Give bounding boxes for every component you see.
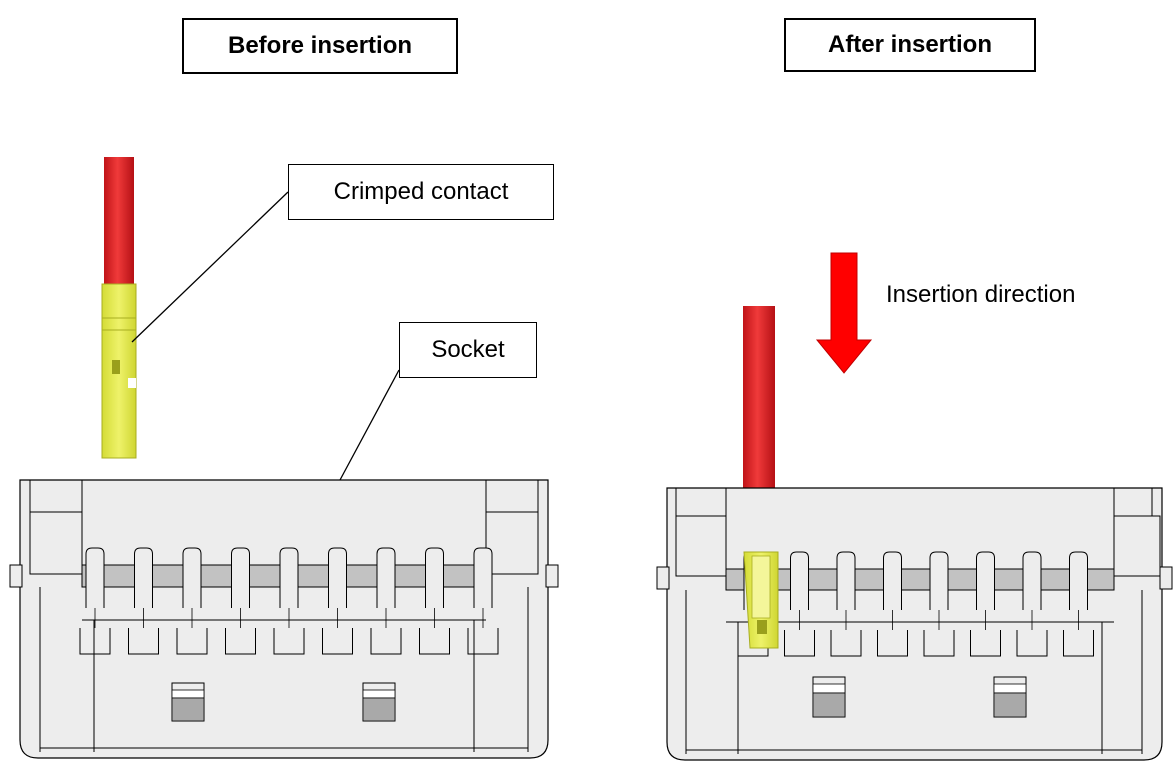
before-insertion-title: Before insertion <box>182 18 458 74</box>
contact-slot-before <box>225 547 256 655</box>
inserted-contact <box>743 551 779 649</box>
crimped-contact-before <box>101 283 137 459</box>
contact-slot-before <box>273 547 305 655</box>
contact-slot-after <box>877 551 908 657</box>
contact-slot-before <box>419 547 450 655</box>
socket-housing-before <box>9 479 559 759</box>
after-insertion-title: After insertion <box>784 18 1036 72</box>
insertion-direction-label: Insertion direction <box>886 281 1076 308</box>
socket-housing-after <box>656 487 1173 761</box>
wire-after <box>743 306 775 488</box>
contact-slot-before <box>370 547 402 655</box>
wire-before <box>104 157 134 285</box>
contact-slot-before <box>467 547 499 655</box>
crimped-contact-label: Crimped contact <box>288 164 554 220</box>
crimped-contact-leader <box>131 191 289 343</box>
socket-label: Socket <box>399 322 537 378</box>
contact-slot-after <box>923 551 955 657</box>
contact-slot-after <box>970 551 1001 657</box>
latch-window-before-right <box>362 682 396 722</box>
contact-slot-before <box>79 547 111 655</box>
contact-slot-after <box>830 551 862 657</box>
insertion-direction-arrow <box>815 252 873 374</box>
contact-slot-after <box>1016 551 1048 657</box>
contact-slot-before <box>176 547 208 655</box>
contact-slot-after <box>1063 551 1094 657</box>
latch-window-before-left <box>171 682 205 722</box>
socket-leader <box>339 369 400 481</box>
after-panel <box>656 252 1173 761</box>
latch-window-after-left <box>812 676 846 718</box>
latch-window-after-right <box>993 676 1027 718</box>
before-panel <box>9 157 559 759</box>
contact-slot-before <box>322 547 353 655</box>
contact-slot-before <box>128 547 159 655</box>
contact-slots-before <box>79 547 499 655</box>
contact-slot-after <box>784 551 815 657</box>
